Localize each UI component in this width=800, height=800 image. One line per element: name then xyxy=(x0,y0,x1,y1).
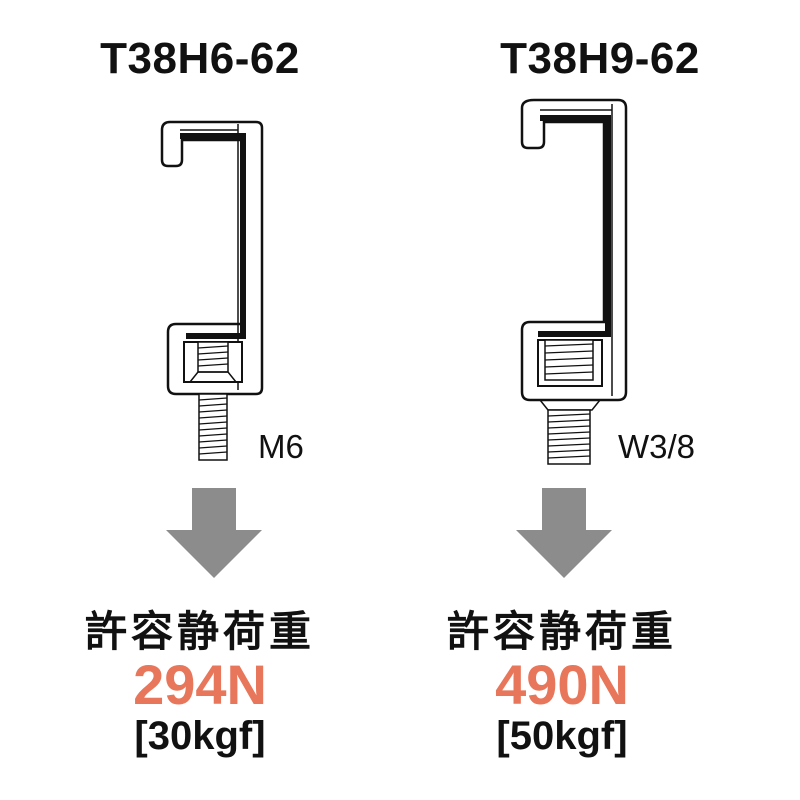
channel-black xyxy=(538,115,611,337)
down-arrow-icon xyxy=(166,488,262,578)
hanger-bracket-diagram xyxy=(160,120,264,578)
hanger-bracket-diagram xyxy=(516,98,628,578)
thread-size: M6 xyxy=(258,428,304,465)
bolt xyxy=(547,409,591,465)
model-name: T38H6-62 xyxy=(100,34,300,83)
allowable-static-load-label: 許容静荷重 xyxy=(84,607,315,656)
model-name: T38H9-62 xyxy=(500,34,700,83)
product-panel-t38h9: T38H9-62 xyxy=(400,0,800,800)
thread-size: W3/8 xyxy=(618,428,696,465)
down-arrow-icon xyxy=(516,488,612,578)
load-kgf: [30kgf] xyxy=(134,714,266,758)
product-panel-t38h6: T38H6-62 xyxy=(84,34,315,758)
load-kgf: [50kgf] xyxy=(496,714,628,758)
rail-outline xyxy=(160,120,264,396)
bolt xyxy=(198,393,228,461)
load-newton: 490N xyxy=(495,653,629,716)
load-newton: 294N xyxy=(133,653,267,716)
allowable-static-load-label: 許容静荷重 xyxy=(446,607,677,656)
rail-outline xyxy=(520,98,628,402)
channel-black xyxy=(180,133,246,339)
